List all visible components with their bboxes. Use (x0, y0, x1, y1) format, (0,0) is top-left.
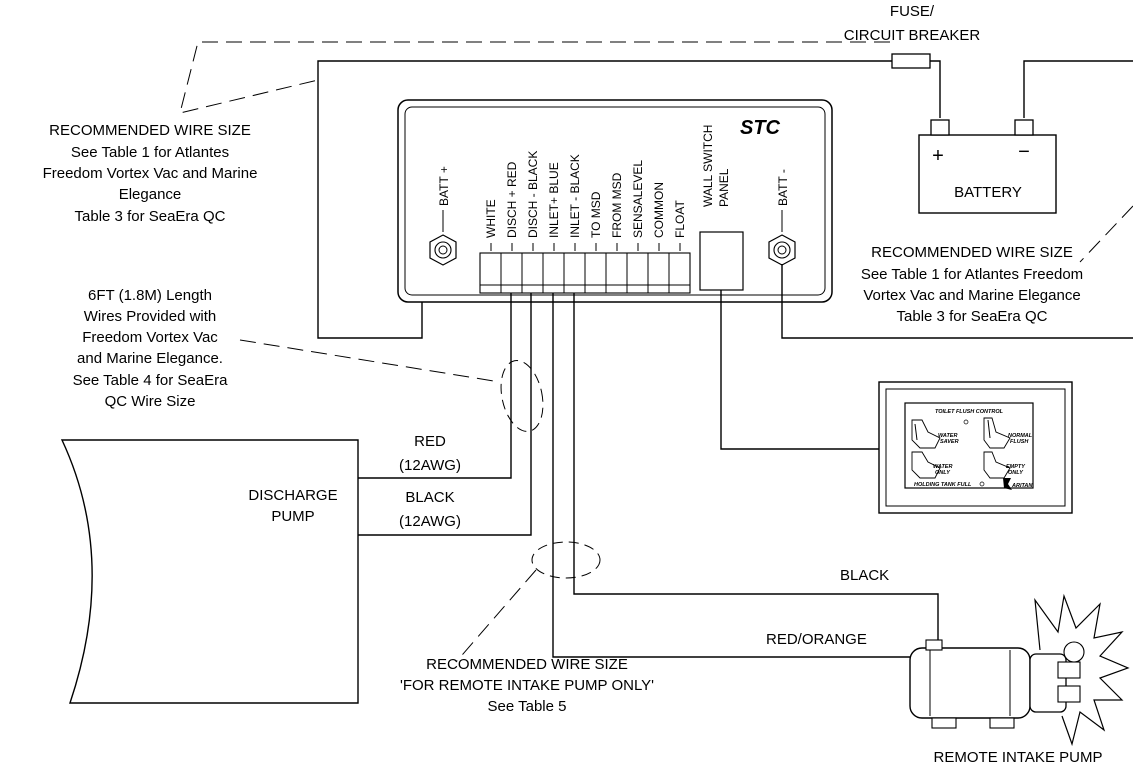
brand-logo-icon (1003, 478, 1012, 490)
remote-intake-pump-icon (909, 593, 1130, 747)
wire-length-line5: See Table 4 for SeaEra (73, 372, 228, 389)
wire-length-line3: Freedom Vortex Vac (82, 329, 218, 346)
terminal-label-inlet-blue: INLET+ BLUE (547, 162, 561, 238)
remote-wire-size-note: RECOMMENDED WIRE SIZE 'FOR REMOTE INTAKE… (400, 656, 654, 715)
wall-switch-label-line1: WALL SWITCH (701, 125, 715, 207)
battery-icon (918, 119, 1057, 214)
flush-btn-empty-only-2: ONLY (1008, 470, 1024, 476)
remote-note-line2: 'FOR REMOTE INTAKE PUMP ONLY' (400, 677, 654, 694)
left-note-line5: Table 3 for SeaEra QC (75, 208, 226, 225)
fuse-label-line1: FUSE/ (890, 3, 935, 20)
flush-btn-empty-only-1: EMPTY (1006, 464, 1026, 470)
left-wire-size-note: RECOMMENDED WIRE SIZE See Table 1 for At… (43, 122, 258, 225)
flush-btn-water-saver-2: SAVER (940, 439, 959, 445)
batt-plus-label: BATT + (437, 166, 451, 206)
wall-switch-wire (720, 290, 905, 450)
terminal-label-float: FLOAT (673, 200, 687, 238)
discharge-black-label-2: (12AWG) (399, 513, 461, 530)
remote-black-label: BLACK (840, 567, 889, 584)
flush-btn-normal-1: NORMAL (1008, 433, 1033, 439)
right-note-line4: Table 3 for SeaEra QC (897, 308, 1048, 325)
flush-btn-normal-2: FLUSH (1010, 439, 1029, 445)
remote-note-line1: RECOMMENDED WIRE SIZE (426, 656, 628, 673)
flush-panel-brand: ARITAN (1011, 483, 1033, 489)
left-note-line1: RECOMMENDED WIRE SIZE (49, 122, 251, 139)
holding-tank-full-label: HOLDING TANK FULL (914, 482, 972, 488)
remote-wire-bundle-marker (531, 541, 601, 579)
right-note-line2: See Table 1 for Atlantes Freedom (861, 266, 1083, 283)
toilet-empty-only-icon (983, 451, 1011, 479)
wire-length-line4: and Marine Elegance. (77, 350, 223, 367)
wire-length-line1: 6FT (1.8M) Length (88, 287, 212, 304)
terminal-label-common: COMMON (652, 182, 666, 238)
remote-note-line3: See Table 5 (488, 698, 567, 715)
battery-negative-lead (1023, 60, 1133, 118)
wall-switch-label-line2: PANEL (717, 168, 731, 207)
flush-btn-water-only-1: WATER (933, 464, 952, 470)
battery-minus-sign: − (1018, 141, 1030, 163)
discharge-red-label-2: (12AWG) (399, 457, 461, 474)
fuse-label-line2: CIRCUIT BREAKER (844, 27, 981, 44)
right-wire-size-note: RECOMMENDED WIRE SIZE See Table 1 for At… (861, 244, 1083, 325)
right-note-leader (1079, 205, 1133, 263)
toilet-normal-flush-icon (983, 417, 1011, 449)
batt-minus-label: BATT - (776, 169, 790, 206)
fuse-to-battery-wire (930, 60, 941, 118)
flush-panel-led-icon (963, 419, 969, 425)
wire-length-note: 6FT (1.8M) Length Wires Provided with Fr… (73, 287, 228, 410)
positive-wire (317, 60, 892, 339)
terminal-label-disch-red: DISCH + RED (505, 161, 519, 238)
discharge-red-wire (358, 293, 512, 479)
toilet-water-saver-icon (911, 419, 941, 449)
battery-plus-sign: + (932, 145, 944, 167)
left-note-leader (179, 41, 890, 114)
holding-tank-led-icon (979, 481, 985, 487)
flush-btn-water-saver-1: WATER (938, 433, 957, 439)
terminal-label-disch-black: DISCH - BLACK (526, 151, 540, 238)
wall-switch-connector (699, 231, 744, 291)
toilet-water-only-icon (911, 451, 941, 479)
terminal-strip (479, 252, 691, 294)
discharge-wire-bundle-marker (500, 360, 544, 432)
flush-btn-water-only-2: ONLY (935, 470, 951, 476)
discharge-pump-label-line2: PUMP (271, 508, 314, 525)
right-note-line1: RECOMMENDED WIRE SIZE (871, 244, 1073, 261)
remote-black-wire (573, 293, 939, 640)
terminal-labels: WHITE DISCH + RED DISCH - BLACK INLET+ B… (484, 151, 687, 251)
discharge-pump-outline (60, 439, 359, 704)
battery-label: BATTERY (954, 184, 1022, 201)
discharge-black-label-1: BLACK (405, 489, 454, 506)
batt-plus-stud-icon (429, 234, 457, 266)
wire-length-line2: Wires Provided with (84, 308, 217, 325)
flush-panel-title: TOILET FLUSH CONTROL (935, 409, 1004, 415)
wire-length-line6: QC Wire Size (105, 393, 196, 410)
terminal-label-to-msd: TO MSD (589, 191, 603, 238)
wire-length-leader (239, 339, 501, 383)
remote-red-orange-wire (552, 293, 930, 658)
terminal-label-sensalevel: SENSALEVEL (631, 160, 645, 238)
terminal-label-inlet-black: INLET - BLACK (568, 154, 582, 238)
left-note-line2: See Table 1 for Atlantes (71, 144, 229, 161)
negative-wire (781, 264, 1133, 339)
terminal-label-white: WHITE (484, 199, 498, 238)
stc-title: STC (740, 117, 781, 139)
discharge-pump-label-line1: DISCHARGE (248, 487, 337, 504)
fuse-icon (891, 53, 931, 69)
remote-note-leader (455, 569, 537, 663)
terminal-label-from-msd: FROM MSD (610, 172, 624, 238)
discharge-black-wire (358, 293, 532, 536)
left-note-line3: Freedom Vortex Vac and Marine (43, 165, 258, 182)
right-note-line3: Vortex Vac and Marine Elegance (863, 287, 1080, 304)
discharge-red-label-1: RED (414, 433, 446, 450)
left-note-line4: Elegance (119, 186, 182, 203)
remote-pump-label: REMOTE INTAKE PUMP (934, 749, 1103, 766)
flush-control-panel (878, 381, 1073, 514)
remote-red-orange-label: RED/ORANGE (766, 631, 867, 648)
